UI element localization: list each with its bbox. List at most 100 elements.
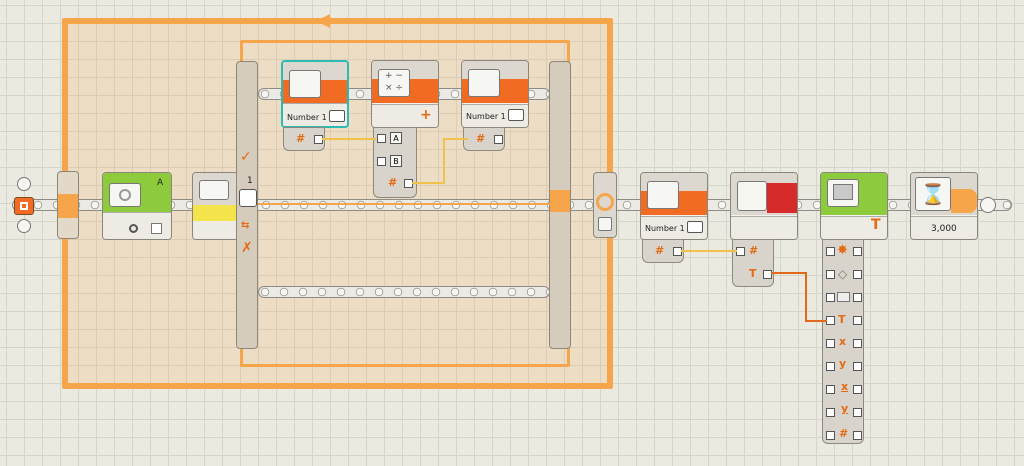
sensor-block[interactable]: [192, 172, 238, 240]
wait-duration-label: 3,000: [931, 224, 957, 234]
math-input-b-plug[interactable]: [377, 157, 386, 166]
wire-math-to-var2-h1: [412, 182, 444, 184]
start-block[interactable]: [14, 177, 34, 233]
display-enable-plug[interactable]: [826, 247, 835, 256]
sequence-end-cap: [980, 197, 996, 213]
y-icon: y: [839, 357, 847, 370]
display-block[interactable]: T: [820, 172, 888, 240]
wire-text-h2: [805, 320, 827, 322]
briefcase-icon: [647, 181, 679, 209]
math-plus-icon: +: [420, 107, 432, 123]
loop-start-pillar[interactable]: [57, 171, 79, 239]
display-file-out-plug[interactable]: [853, 293, 862, 302]
math-port-a-label: A: [390, 132, 402, 144]
switch-check-icon: ✓: [240, 149, 252, 165]
math-result-icon: #: [388, 176, 398, 189]
hourglass-icon: ⌛: [915, 177, 951, 211]
number-input-icon: #: [476, 132, 486, 145]
display-action-plug[interactable]: [826, 270, 835, 279]
display-text-out-plug[interactable]: [853, 316, 862, 325]
variable-block-1[interactable]: Number 1: [281, 60, 349, 128]
camera-icon: [109, 183, 141, 207]
display-end-x-plug[interactable]: [826, 385, 835, 394]
loop-direction-arrow-icon: [316, 14, 330, 28]
variable-name-label: Number 1: [287, 113, 327, 122]
display-text-mode-icon: T: [871, 217, 881, 233]
display-end-y-plug[interactable]: [826, 408, 835, 417]
number-input-plug[interactable]: [494, 135, 503, 144]
display-icon: [827, 179, 859, 207]
end-x-icon: x: [841, 380, 849, 393]
number-output-icon: #: [296, 132, 306, 145]
display-action-out-plug[interactable]: [853, 270, 862, 279]
display-radius-out-plug[interactable]: [853, 431, 862, 440]
number-input-plug[interactable]: [736, 247, 745, 256]
switch-plug-icon: [239, 189, 257, 207]
display-text-plug[interactable]: [826, 316, 835, 325]
number-to-text-hub: # T: [732, 239, 774, 287]
motor-block[interactable]: A: [102, 172, 172, 240]
display-radius-plug[interactable]: [826, 431, 835, 440]
math-hub: A B #: [373, 127, 417, 198]
variable-block-2[interactable]: Number 1: [461, 60, 529, 128]
text-output-icon: T: [749, 267, 757, 280]
math-input-a-plug[interactable]: [377, 134, 386, 143]
math-port-b-label: B: [390, 155, 402, 167]
briefcase-icon: [289, 70, 321, 98]
text-output-plug[interactable]: [763, 270, 772, 279]
switch-cross-icon: ✗: [241, 240, 253, 256]
switch-arrows-icon: ⇆: [241, 220, 250, 231]
data-plug-icon: [687, 221, 703, 233]
infinity-icon: [598, 217, 612, 231]
x-icon: x: [839, 335, 847, 348]
variable-2-hub: #: [463, 127, 505, 151]
variable-name-label: Number 1: [645, 224, 685, 233]
display-enable-out-plug[interactable]: [853, 247, 862, 256]
switch-value-label: 1: [247, 176, 253, 186]
number-to-text-icon: [737, 181, 767, 211]
math-block[interactable]: + −× ÷ +: [371, 60, 439, 128]
number-input-icon: #: [749, 244, 759, 257]
display-end-x-out-plug[interactable]: [853, 385, 862, 394]
variable-name-label: Number 1: [466, 112, 506, 121]
variable-3-hub: #: [642, 239, 684, 263]
loop-end-pillar[interactable]: [593, 172, 617, 238]
display-y-plug[interactable]: [826, 362, 835, 371]
end-y-icon: y: [841, 402, 849, 415]
number-to-text-block[interactable]: [730, 172, 798, 240]
radius-icon: #: [839, 427, 849, 440]
wire-text-h1: [771, 272, 806, 274]
sensor-icon: [199, 180, 229, 200]
sensor-wire: [258, 203, 550, 205]
variable-1-hub: #: [283, 127, 325, 151]
eraser-icon: ◇: [838, 267, 848, 281]
data-plug-icon: [508, 109, 524, 121]
power-icon: [129, 224, 138, 233]
briefcase-icon: [468, 69, 500, 97]
display-y-out-plug[interactable]: [853, 362, 862, 371]
brake-checkbox[interactable]: [151, 223, 162, 234]
display-file-plug[interactable]: [826, 293, 835, 302]
display-end-y-out-plug[interactable]: [853, 408, 862, 417]
data-plug-icon: [329, 110, 345, 122]
display-x-plug[interactable]: [826, 339, 835, 348]
motor-port-label: A: [157, 178, 164, 188]
lower-branch-beam: [258, 286, 550, 298]
calculator-icon: + −× ÷: [378, 69, 410, 97]
wire-var1-to-math-a: [322, 138, 376, 140]
wire-var3-to-numtotext: [681, 250, 737, 252]
switch-right-pillar[interactable]: [549, 61, 571, 349]
wire-math-to-var2-v: [443, 138, 445, 184]
loop-icon: [596, 193, 614, 211]
variable-block-3[interactable]: Number 1: [640, 172, 708, 240]
display-x-out-plug[interactable]: [853, 339, 862, 348]
number-output-icon: #: [655, 244, 665, 257]
wire-text-v: [805, 272, 807, 322]
text-input-icon: T: [838, 313, 846, 326]
display-hub: ✸ ◇ T x y x y #: [822, 239, 864, 444]
wait-block[interactable]: ⌛ 3,000: [910, 172, 978, 240]
star-icon: ✸: [837, 243, 848, 258]
wire-math-to-var2-h2: [443, 138, 468, 140]
folder-icon: [837, 292, 850, 302]
start-icon: [14, 197, 34, 215]
